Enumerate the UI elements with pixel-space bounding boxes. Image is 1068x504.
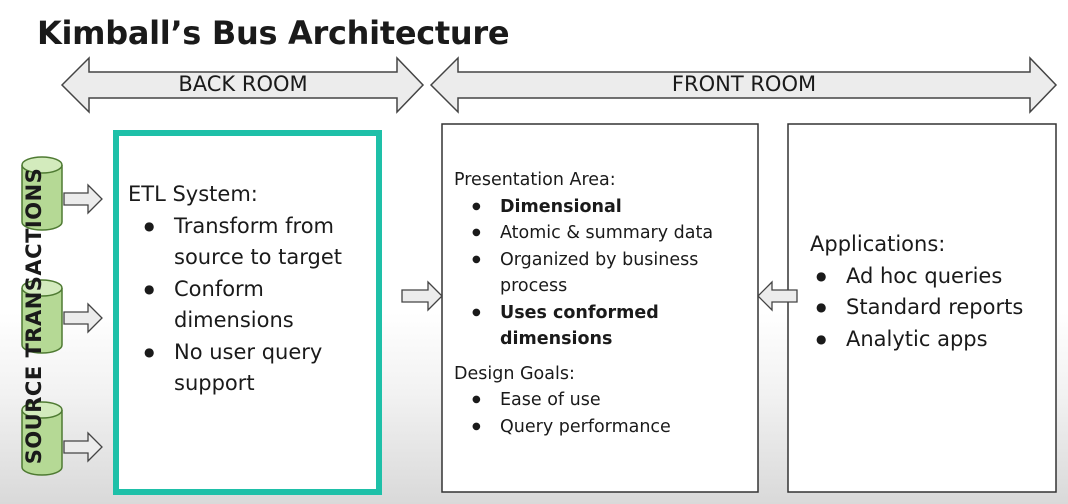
back-room-label: BACK ROOM — [178, 72, 308, 96]
etl-heading: ETL System: — [128, 182, 258, 206]
design-goal-item: Ease of use — [454, 387, 754, 414]
design-goals-list: Ease of use Query performance — [454, 387, 754, 440]
applications-to-presentation-arrow — [757, 280, 798, 312]
etl-list: Transform from source to target Conform … — [128, 211, 368, 400]
source-arrow-2 — [63, 302, 103, 334]
design-goals-heading: Design Goals: — [454, 363, 575, 384]
diagram-title: Kimball’s Bus Architecture — [37, 14, 510, 52]
source-arrow-1 — [63, 183, 103, 215]
front-room-label: FRONT ROOM — [671, 72, 817, 96]
etl-content: ETL System: Transform from source to tar… — [128, 179, 368, 400]
presentation-list: Dimensional Atomic & summary data Organi… — [454, 194, 754, 353]
presentation-item: Organized by business process — [454, 247, 754, 300]
etl-to-presentation-arrow — [401, 280, 443, 312]
applications-list: Ad hoc queries Standard reports Analytic… — [810, 261, 1050, 356]
source-cylinder-3 — [21, 401, 63, 476]
source-cylinder-1 — [21, 156, 63, 231]
applications-item: Ad hoc queries — [810, 261, 1050, 293]
presentation-item: Uses conformed dimensions — [454, 300, 754, 353]
etl-item: No user query support — [128, 337, 368, 400]
presentation-item: Atomic & summary data — [454, 220, 754, 247]
design-goal-item: Query performance — [454, 414, 754, 441]
source-transactions-label: SOURCE TRANSACTIONS — [22, 167, 46, 465]
etl-item: Transform from source to target — [128, 211, 368, 274]
presentation-heading: Presentation Area: — [454, 170, 616, 190]
applications-heading: Applications: — [810, 232, 946, 256]
applications-content: Applications: Ad hoc queries Standard re… — [810, 229, 1050, 355]
source-cylinder-2 — [21, 279, 63, 354]
applications-item: Standard reports — [810, 292, 1050, 324]
presentation-content: Presentation Area: Dimensional Atomic & … — [454, 167, 754, 440]
back-room-arrow — [60, 56, 425, 114]
etl-item: Conform dimensions — [128, 274, 368, 337]
presentation-item: Dimensional — [454, 194, 754, 221]
applications-item: Analytic apps — [810, 324, 1050, 356]
front-room-arrow — [429, 56, 1058, 114]
source-arrow-3 — [63, 431, 103, 463]
